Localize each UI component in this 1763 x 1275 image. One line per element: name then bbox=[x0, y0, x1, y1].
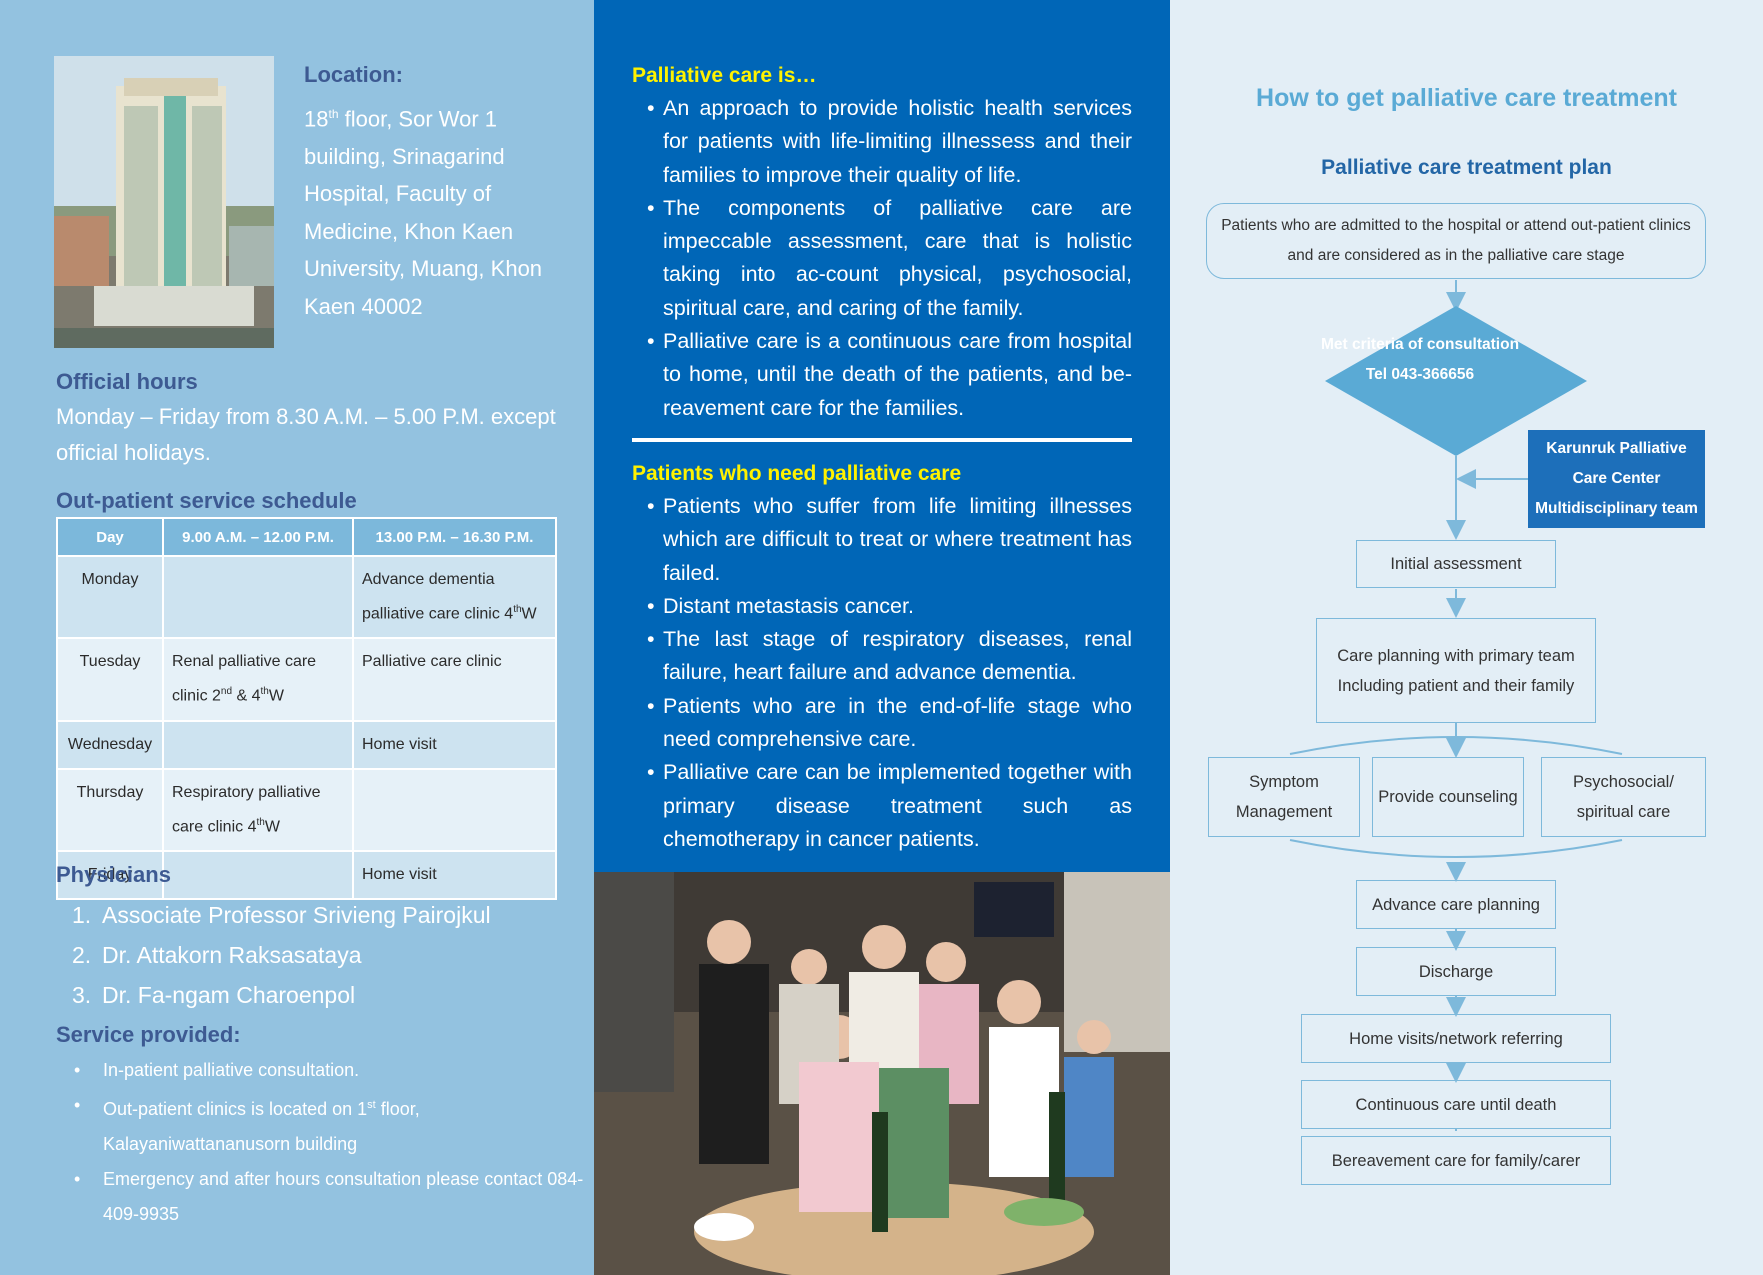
header-day: Day bbox=[56, 517, 164, 557]
schedule-table: Day 9.00 A.M. – 12.00 P.M. 13.00 P.M. – … bbox=[56, 517, 557, 900]
initial-assessment-box: Initial assessment bbox=[1356, 540, 1556, 588]
multidisciplinary-team-box: Karunruk Palliative Care Center Multidis… bbox=[1528, 430, 1705, 528]
table-row: Wednesday Home visit bbox=[56, 719, 557, 770]
schedule-pm: Advance dementia palliative care clinic … bbox=[352, 554, 557, 640]
schedule-pm: Home visit bbox=[352, 719, 557, 770]
schedule-pm: Palliative care clinic bbox=[352, 637, 557, 722]
palliative-definition-list: An approach to provide holistic health s… bbox=[632, 92, 1132, 425]
schedule-heading: Out-patient service schedule bbox=[56, 488, 357, 513]
header-morning: 9.00 A.M. – 12.00 P.M. bbox=[162, 517, 354, 557]
flowchart-connectors bbox=[1289, 280, 1623, 1131]
middle-panel: Palliative care is… An approach to provi… bbox=[594, 0, 1170, 1275]
list-item: Distant metastasis cancer. bbox=[632, 590, 1132, 624]
schedule-header-row: Day 9.00 A.M. – 12.00 P.M. 13.00 P.M. – … bbox=[56, 517, 557, 557]
schedule-am bbox=[162, 719, 354, 770]
table-row: Tuesday Renal palliative care clinic 2nd… bbox=[56, 637, 557, 722]
list-item: The last stage of respiratory diseases, … bbox=[632, 623, 1132, 690]
schedule-am bbox=[162, 849, 354, 900]
consultation-diamond bbox=[1325, 306, 1587, 456]
psychosocial-care-box: Psychosocial/ spiritual care bbox=[1541, 757, 1706, 837]
table-row: Thursday Respiratory palliative care cli… bbox=[56, 767, 557, 852]
official-hours-heading: Official hours bbox=[56, 369, 198, 394]
counseling-box: Provide counseling bbox=[1372, 757, 1524, 837]
list-item: An approach to provide holistic health s… bbox=[632, 92, 1132, 192]
location-heading: Location: bbox=[304, 62, 403, 87]
discharge-box: Discharge bbox=[1356, 947, 1556, 996]
flowchart-title: How to get palliative care treatment bbox=[1256, 84, 1677, 112]
advance-care-planning-box: Advance care planning bbox=[1356, 880, 1556, 929]
table-row: Monday Advance dementia palliative care … bbox=[56, 554, 557, 640]
admitted-patients-box: Patients who are admitted to the hospita… bbox=[1206, 203, 1706, 279]
schedule-day: Thursday bbox=[56, 767, 164, 852]
services-heading: Service provided: bbox=[56, 1022, 241, 1047]
list-item: Emergency and after hours consultation p… bbox=[74, 1162, 584, 1232]
table-row: Friday Home visit bbox=[56, 849, 557, 900]
schedule-day: Wednesday bbox=[56, 719, 164, 770]
palliative-care-is-heading: Palliative care is… bbox=[632, 64, 817, 87]
home-visits-box: Home visits/network referring bbox=[1301, 1014, 1611, 1063]
list-item: Out-patient clinics is located on 1st fl… bbox=[74, 1088, 584, 1162]
patients-need-list: Patients who suffer from life limiting i… bbox=[632, 490, 1132, 856]
official-hours-text: Monday – Friday from 8.30 A.M. – 5.00 P.… bbox=[56, 404, 556, 465]
schedule-am bbox=[162, 554, 354, 640]
section-divider bbox=[632, 438, 1132, 442]
physicians-heading: Physicians bbox=[56, 862, 171, 887]
patients-need-heading: Patients who need palliative care bbox=[632, 462, 962, 485]
consultation-criteria-text: Met criteria of consultation Tel 043-366… bbox=[1320, 336, 1520, 383]
schedule-day: Tuesday bbox=[56, 637, 164, 722]
physicians-list: 1.Associate Professor Srivieng Pairojkul… bbox=[72, 895, 572, 1015]
location-address: 18th floor, Sor Wor 1 building, Srinagar… bbox=[304, 106, 543, 319]
list-item: Palliative care is a continuous care fro… bbox=[632, 325, 1132, 425]
schedule-day: Friday bbox=[56, 849, 164, 900]
schedule-am: Respiratory palliative care clinic 4thW bbox=[162, 767, 354, 852]
list-item: Patients who are in the end-of-life stag… bbox=[632, 690, 1132, 757]
hospital-building-photo bbox=[54, 56, 274, 348]
header-afternoon: 13.00 P.M. – 16.30 P.M. bbox=[352, 517, 557, 557]
flowchart-subtitle: Palliative care treatment plan bbox=[1321, 156, 1612, 179]
right-panel: How to get palliative care treatment Pal… bbox=[1170, 0, 1763, 1275]
symptom-management-box: Symptom Management bbox=[1208, 757, 1360, 837]
bereavement-care-box: Bereavement care for family/carer bbox=[1301, 1136, 1611, 1185]
schedule-am: Renal palliative care clinic 2nd & 4thW bbox=[162, 637, 354, 722]
schedule-pm bbox=[352, 767, 557, 852]
list-item: 2.Dr. Attakorn Raksasataya bbox=[72, 942, 362, 968]
list-item: In-patient palliative consultation. bbox=[74, 1053, 584, 1088]
list-item: Patients who suffer from life limiting i… bbox=[632, 490, 1132, 590]
list-item: 1.Associate Professor Srivieng Pairojkul bbox=[72, 902, 491, 928]
list-item: The components of palliative care are im… bbox=[632, 192, 1132, 325]
care-planning-box: Care planning with primary team Includin… bbox=[1316, 618, 1596, 723]
left-panel: Location: 18th floor, Sor Wor 1 building… bbox=[0, 0, 594, 1275]
schedule-day: Monday bbox=[56, 554, 164, 640]
continuous-care-box: Continuous care until death bbox=[1301, 1080, 1611, 1129]
services-list: In-patient palliative consultation. Out-… bbox=[74, 1053, 584, 1232]
list-item: 3.Dr. Fa-ngam Charoenpol bbox=[72, 982, 356, 1008]
list-item: Palliative care can be implemented toget… bbox=[632, 756, 1132, 856]
group-photo bbox=[594, 872, 1170, 1275]
schedule-pm: Home visit bbox=[352, 849, 557, 900]
